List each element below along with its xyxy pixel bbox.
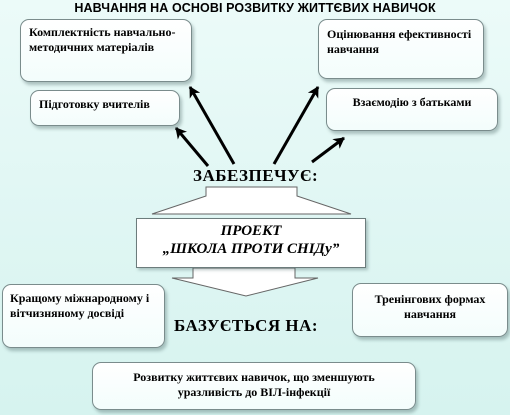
- arrow-to-parents: [311, 136, 345, 164]
- box-evaluation-label: Оцінювання ефективності навчання: [327, 27, 472, 57]
- block-arrow-up: [151, 186, 352, 215]
- project-title: ПРОЕКТ: [220, 223, 282, 239]
- diagram-title: НАВЧАННЯ НА ОСНОВІ РОЗВИТКУ ЖИТТЄВИХ НАВ…: [74, 1, 436, 15]
- provides-heading: ЗАБЕЗПЕЧУЄ:: [193, 166, 319, 185]
- box-skills: Розвитку життєвих навичок, що зменшують …: [92, 362, 416, 410]
- box-parents: Взаємодію з батьками: [326, 88, 498, 131]
- box-parents-label: Взаємодію з батьками: [352, 95, 472, 109]
- box-skills-label: Розвитку життєвих навичок, що зменшують …: [133, 370, 375, 400]
- box-materials: Комплектність навчально-методичних матер…: [20, 19, 192, 82]
- box-teachers: Підготовку вчителів: [30, 90, 180, 126]
- box-materials-label: Комплектність навчально-методичних матер…: [29, 25, 176, 55]
- arrow-to-teachers: [174, 127, 210, 167]
- box-trainings: Тренінгових формах навчання: [352, 283, 508, 337]
- arrow-to-materials: [188, 86, 236, 165]
- box-evaluation: Оцінювання ефективності навчання: [318, 19, 484, 79]
- box-trainings-label: Тренінгових формах навчання: [374, 292, 486, 322]
- project-name: „ШКОЛА ПРОТИ СНІДу”: [162, 241, 340, 257]
- arrow-to-evaluation: [272, 86, 320, 165]
- box-teachers-label: Підготовку вчителів: [39, 97, 150, 111]
- project-box: ПРОЕКТ „ШКОЛА ПРОТИ СНІДу”: [136, 218, 366, 268]
- block-arrow-down: [171, 267, 319, 297]
- based-on-heading: БАЗУЄТЬСЯ НА:: [174, 316, 319, 335]
- box-experience: Кращому міжнародному і вітчизняному досв…: [2, 284, 165, 348]
- box-experience-label: Кращому міжнародному і вітчизняному досв…: [10, 291, 150, 321]
